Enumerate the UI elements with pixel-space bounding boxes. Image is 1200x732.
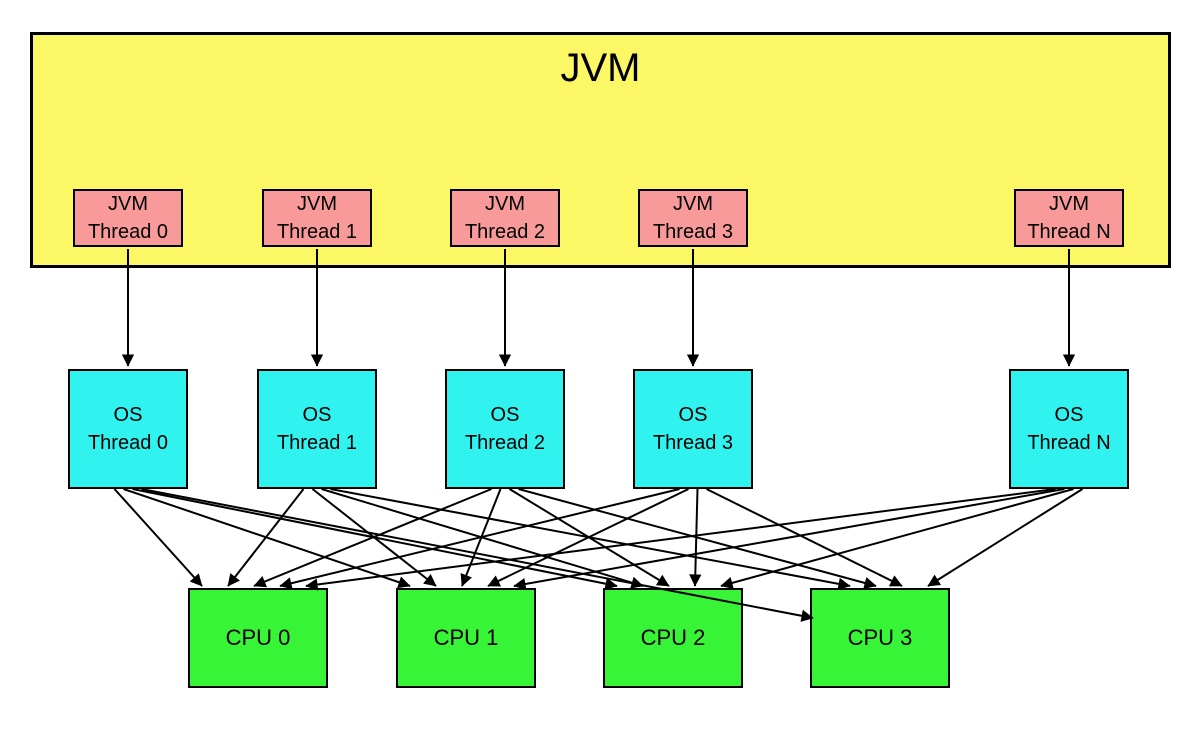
os-thread-3-box: OS Thread 3 [633,369,753,489]
arrow-os3-cpu2 [689,488,702,587]
node-label: CPU 2 [640,625,706,650]
node-label-line2: Thread 0 [87,221,169,243]
node-label-line1: JVM [673,193,713,215]
arrow-os1-cpu1 [311,488,437,587]
arrow-os2-cpu2 [508,488,670,587]
arrow-os0-cpu2 [132,488,618,590]
node-label: CPU 3 [847,625,913,650]
node-label-line1: OS [678,404,708,426]
arrow-osN-cpu2 [720,488,1074,589]
node-label-line2: Thread 2 [464,221,546,243]
jvm-thread-1-box: JVM Thread 1 [262,189,372,247]
node-label: CPU 0 [225,625,291,650]
node-label-line1: JVM [1049,193,1089,215]
node-label-line2: Thread 1 [276,221,358,243]
node-label-line2: Thread N [1027,432,1111,454]
node-label-line1: OS [490,404,520,426]
os-thread-1-box: OS Thread 1 [257,369,377,489]
arrow-os1-cpu0 [227,488,305,587]
os-thread-n-box: OS Thread N [1009,369,1129,489]
node-label-line2: Thread 0 [87,432,169,454]
arrow-os3-cpu0 [279,488,680,590]
os-thread-2-box: OS Thread 2 [445,369,565,489]
cpu-3-box: CPU 3 [810,588,950,688]
arrow-os0-cpu1 [123,488,411,589]
node-label-line2: Thread 2 [464,432,546,454]
arrow-os1-cpu2 [321,488,644,589]
node-label-line1: JVM [485,193,525,215]
arrow-osN-cpu3 [927,488,1084,587]
jvm-title: JVM [560,46,641,90]
jvm-thread-0-box: JVM Thread 0 [73,189,183,247]
cpu-2-box: CPU 2 [603,588,743,688]
jvm-thread-n-box: JVM Thread N [1014,189,1124,247]
node-label-line1: JVM [108,193,148,215]
node-label-line1: OS [302,404,332,426]
node-label-line1: JVM [297,193,337,215]
jvm-thread-3-box: JVM Thread 3 [638,189,748,247]
arrow-os2-cpu3 [518,488,877,589]
node-label-line2: Thread 3 [652,221,734,243]
arrow-os3-cpu1 [487,488,689,587]
node-label: CPU 1 [433,625,499,650]
jvm-thread-2-box: JVM Thread 2 [450,189,560,247]
arrow-os1-cpu3 [330,488,851,590]
arrow-os2-cpu0 [253,488,492,588]
cpu-0-box: CPU 0 [188,588,328,688]
arrow-osN-cpu0 [305,488,1056,591]
node-label-line2: Thread 3 [652,432,734,454]
node-label-line1: OS [113,404,143,426]
arrow-os0-cpu0 [113,488,203,587]
os-thread-0-box: OS Thread 0 [68,369,188,489]
node-label-line2: Thread 1 [276,432,358,454]
arrow-os3-cpu3 [706,488,903,587]
node-label-line1: OS [1054,404,1084,426]
arrow-os2-cpu1 [460,488,502,587]
arrow-osN-cpu1 [513,488,1065,591]
cpu-1-box: CPU 1 [396,588,536,688]
node-label-line2: Thread N [1027,221,1111,243]
jvm-container-box: JVM [30,32,1171,268]
